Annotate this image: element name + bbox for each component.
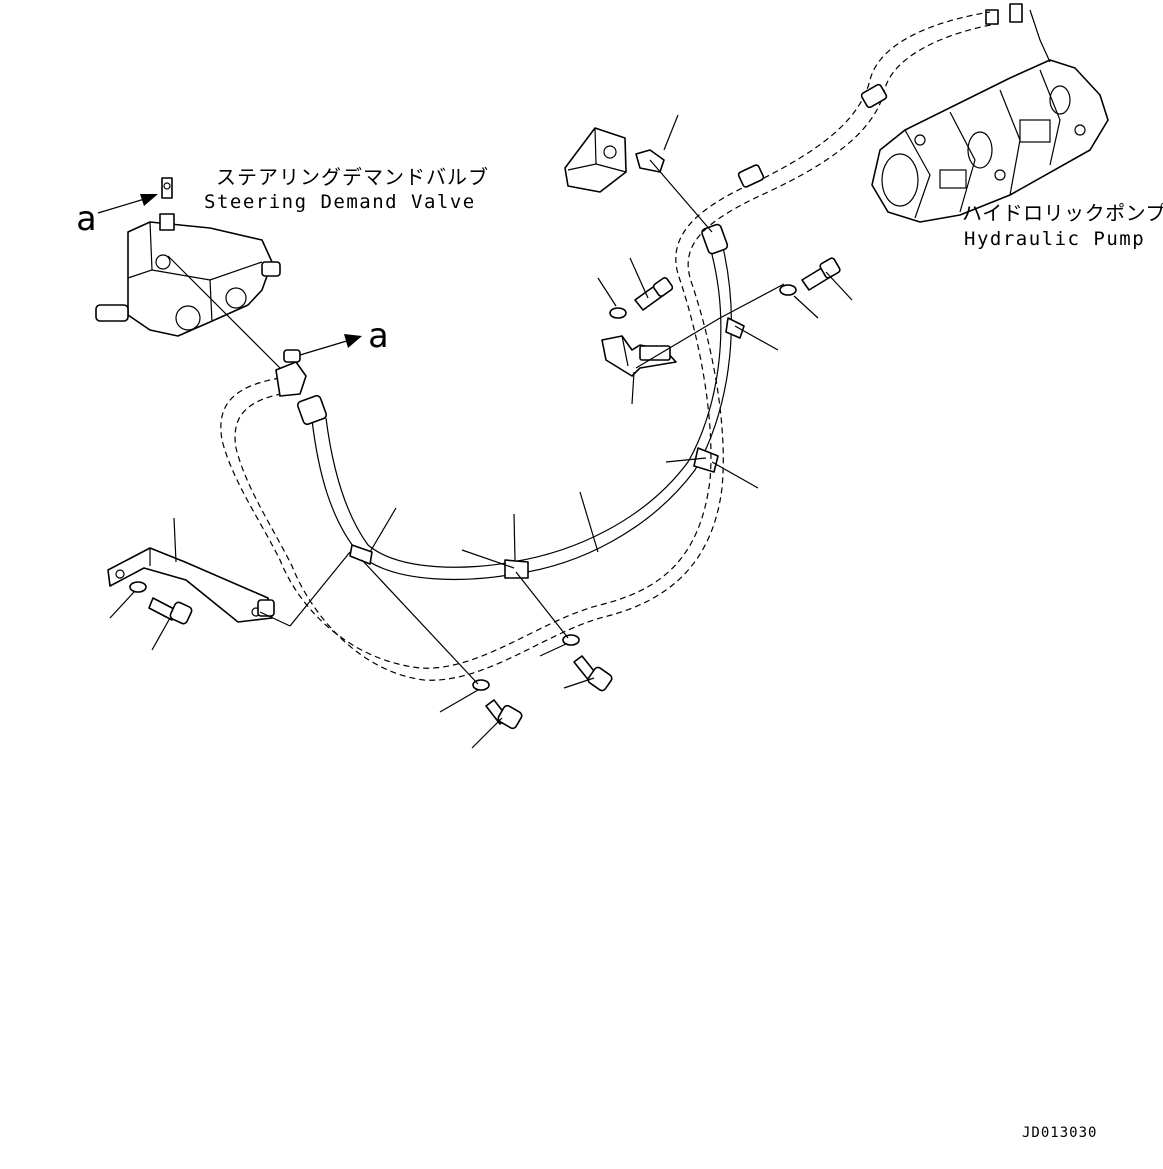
pump-label-en: Hydraulic Pump	[964, 228, 1145, 250]
reference-arrow-a-mid	[299, 334, 362, 356]
steering-valve-label-jp: ステアリングデマンドバルブ	[216, 165, 489, 189]
hydraulic-pump	[871, 3, 1109, 223]
elbow-fitting	[275, 349, 307, 397]
phantom-hose	[220, 11, 997, 681]
bolt-3	[129, 581, 193, 625]
ref-label-a-top: a	[76, 199, 96, 239]
pump-label-jp: ハイドロリックポンプ	[962, 201, 1163, 225]
drawing-code: JD013030	[1022, 1125, 1097, 1141]
steering-valve-label-en: Steering Demand Valve	[204, 191, 476, 213]
junction-block	[564, 127, 665, 193]
ref-label-a-mid: a	[368, 316, 388, 356]
hose-bracket-lower	[107, 547, 275, 623]
leader-lines	[109, 114, 853, 749]
bolt-1	[609, 277, 674, 319]
steering-demand-valve	[95, 177, 281, 337]
bolt-4	[562, 634, 613, 692]
reference-arrow-a-top	[97, 194, 158, 214]
main-hose	[296, 223, 745, 581]
bolt-2	[779, 257, 841, 296]
hose-bracket-upper	[601, 335, 677, 377]
bolt-5	[472, 679, 523, 730]
